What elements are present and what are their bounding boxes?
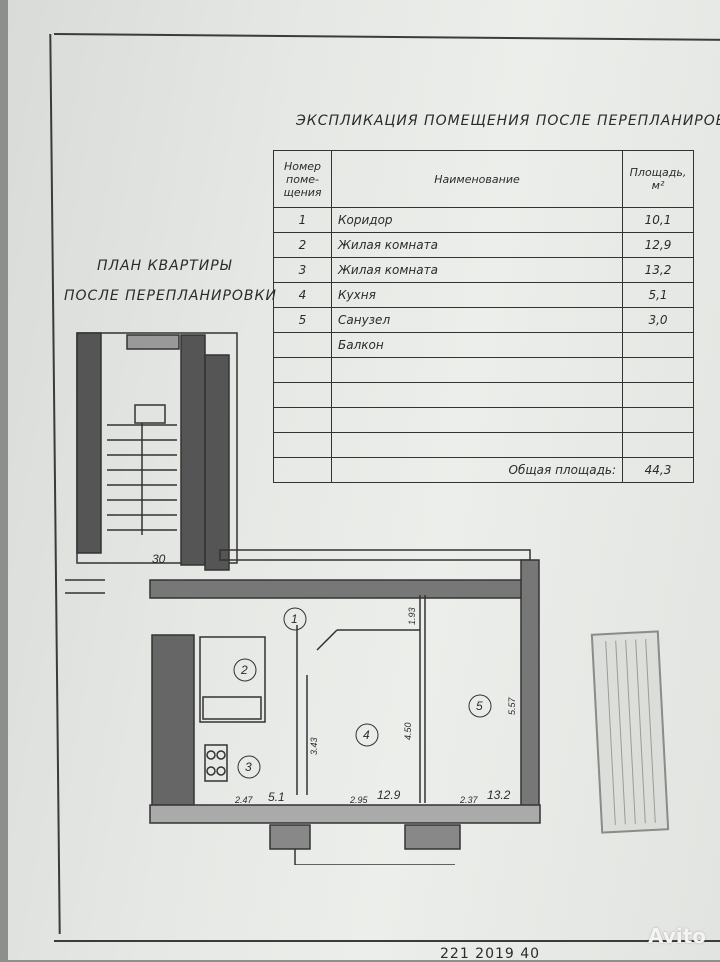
area-label-3: 13.2 [487, 788, 511, 802]
cell-room-number [273, 357, 332, 383]
cell-area: 3,0 [622, 307, 694, 333]
explication-title: ЭКСПЛИКАЦИЯ ПОМЕЩЕНИЯ ПОСЛЕ ПЕРЕПЛАНИРОВ… [296, 113, 720, 129]
footer-numbers: 221 2019 40 [440, 946, 541, 962]
cell-name: Кухня [331, 282, 623, 308]
cell-room-number: 1 [273, 207, 332, 233]
dim-top: 30 [152, 552, 166, 566]
cell-room-number [273, 407, 332, 433]
stamp-seal [590, 630, 670, 834]
cell-name: Жилая комната [331, 257, 623, 283]
frame-border-bottom [54, 940, 720, 942]
dim-bottom-1: 2.47 [234, 795, 254, 805]
cell-area [622, 407, 694, 433]
explication-table: Номер поме-щения Наименование Площадь, м… [273, 150, 694, 483]
cell-room-number: 5 [273, 307, 332, 333]
area-label-2: 12.9 [377, 788, 401, 802]
total-row: Общая площадь: 44,3 [273, 457, 694, 483]
cell-name: Жилая комната [331, 232, 623, 258]
room-mark-3: 3 [245, 760, 252, 774]
cell-name [331, 407, 623, 433]
cell-area: 10,1 [622, 207, 694, 233]
room-mark-2: 2 [240, 663, 248, 677]
header-name: Наименование [331, 150, 623, 208]
cell-room-number [273, 332, 332, 358]
total-label: Общая площадь: [331, 457, 623, 483]
cell-area: 12,9 [622, 232, 694, 258]
area-label-1: 5.1 [268, 790, 285, 804]
header-room-number: Номер поме-щения [273, 150, 332, 208]
table-row [273, 407, 694, 433]
room-mark-1: 1 [291, 612, 298, 626]
room-mark-5: 5 [476, 699, 483, 713]
cell-room-number: 3 [273, 257, 332, 283]
header-area: Площадь, м² [622, 150, 694, 208]
cell-name: Коридор [331, 207, 623, 233]
cell-area [622, 382, 694, 408]
cell-room-number [273, 432, 332, 458]
cell-room-number: 2 [273, 232, 332, 258]
cell-area [622, 332, 694, 358]
floor-plan: 30 1 2 3 4 5 5.1 12.9 13.2 2.47 2.95 2.3… [65, 332, 541, 865]
dim-bottom-3: 2.37 [459, 795, 479, 805]
table-header-row: Номер поме-щения Наименование Площадь, м… [273, 150, 694, 208]
dim-vertical-3: 4.50 [403, 722, 413, 740]
room-mark-4: 4 [363, 728, 370, 742]
cell-room-number: 4 [273, 282, 332, 308]
cell-name: Санузел [331, 307, 623, 333]
frame-border-top [53, 33, 720, 41]
cell-name: Балкон [331, 332, 623, 358]
dim-vertical-4: 5.57 [507, 696, 517, 715]
total-value: 44,3 [622, 457, 694, 483]
dim-bottom-2: 2.95 [349, 795, 369, 805]
cell-area: 13,2 [622, 257, 694, 283]
avito-watermark: Avito [648, 924, 706, 948]
dim-vertical-1: 1.93 [407, 607, 417, 625]
cell-area [622, 357, 694, 383]
table-row: Балкон [273, 332, 694, 358]
plan-title-line2: ПОСЛЕ ПЕРЕПЛАНИРОВКИ [64, 288, 277, 304]
cell-area: 5,1 [622, 282, 694, 308]
cell-area [622, 432, 694, 458]
dim-vertical-2: 3.43 [309, 737, 319, 755]
plan-title-line1: ПЛАН КВАРТИРЫ [97, 258, 233, 274]
